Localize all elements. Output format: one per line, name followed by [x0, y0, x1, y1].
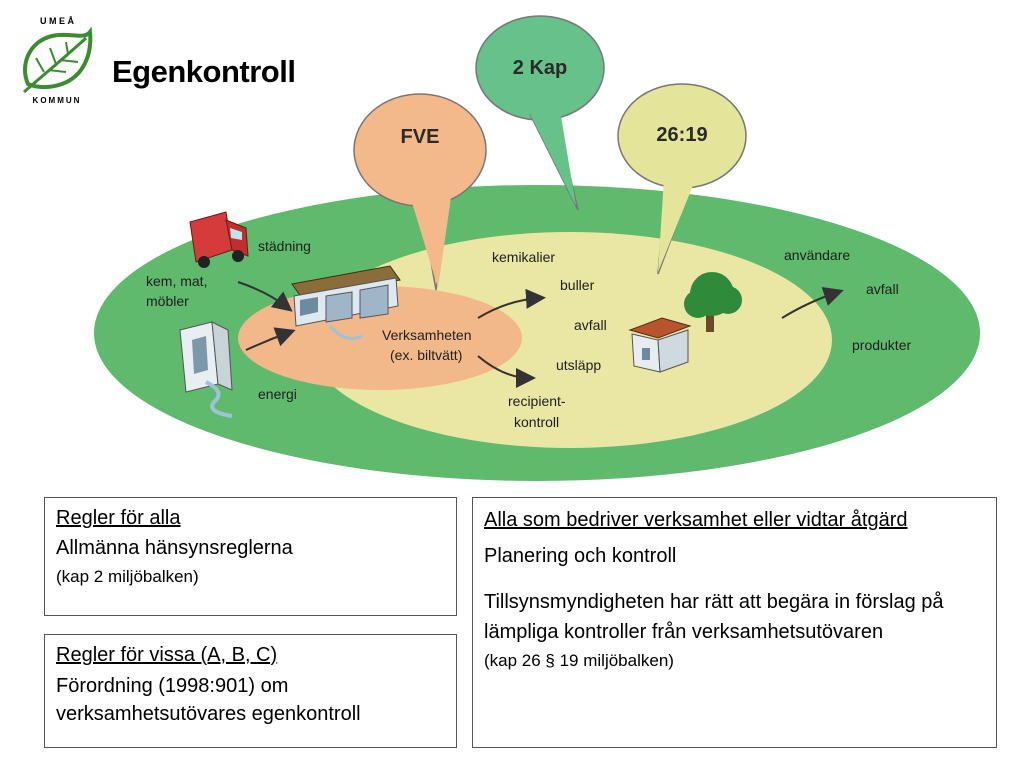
bubble-2kap-label: 2 Kap: [513, 57, 567, 79]
arrow-to-outer: [781, 286, 844, 319]
label-produkter: produkter: [852, 337, 911, 353]
egenkontroll-diagram: FVE 2 Kap 26:19: [94, 15, 980, 481]
arrow-to-buller: [477, 288, 546, 319]
label-recipient: recipient-: [508, 393, 566, 409]
box-text: Allmänna hänsynsreglerna: [56, 537, 293, 559]
label-anvandare: användare: [784, 247, 850, 263]
box-heading: Regler för vissa (A, B, C): [56, 644, 278, 666]
arrow-energi: [245, 327, 296, 351]
leaf-icon: [23, 26, 93, 94]
bubble-2kap: 2 Kap: [475, 15, 605, 211]
box-heading: Alla som bedriver verksamhet eller vidta…: [484, 509, 908, 531]
power-plant-icon: [179, 321, 233, 418]
arrow-to-recipient: [477, 355, 536, 388]
logo-bottom-text: KOMMUN: [33, 96, 82, 105]
bubble-2619: 26:19: [617, 83, 747, 275]
logo-top-text: U M E Å: [40, 16, 75, 26]
label-stadning: städning: [258, 238, 311, 254]
label-avfall-inner: avfall: [574, 317, 607, 333]
label-avfall-outer: avfall: [866, 281, 899, 297]
box-text: Planering och kontroll: [484, 545, 677, 567]
box-alla-som-bedriver: Alla som bedriver verksamhet eller vidta…: [472, 497, 997, 748]
tree-icon: [684, 272, 742, 332]
arrow-kem-mat: [237, 281, 293, 312]
house-icon: [628, 317, 692, 373]
label-biltvatt: (ex. biltvätt): [390, 347, 462, 363]
building-icon: [291, 265, 401, 340]
box-text: Förordning (1998:901) om verksamhetsutöv…: [56, 675, 361, 725]
box-note: (kap 26 § 19 miljöbalken): [484, 651, 674, 670]
bubble-fve: FVE: [353, 93, 487, 291]
bubble-fve-label: FVE: [401, 126, 440, 148]
box-text: Tillsynsmyndigheten har rätt att begära …: [484, 591, 944, 643]
bubble-2619-label: 26:19: [656, 124, 707, 146]
label-mobler: möbler: [146, 293, 189, 309]
box-regler-for-vissa: Regler för vissa (A, B, C) Förordning (1…: [44, 634, 457, 748]
box-heading: Regler för alla: [56, 507, 181, 529]
box-note: (kap 2 miljöbalken): [56, 567, 199, 586]
label-buller: buller: [560, 277, 595, 293]
umea-kommun-logo: U M E Å KOMMUN: [23, 16, 93, 105]
label-energi: energi: [258, 386, 297, 402]
label-kemikalier: kemikalier: [492, 249, 555, 265]
truck-icon: [189, 211, 249, 268]
box-regler-for-alla: Regler för alla Allmänna hänsynsreglerna…: [44, 497, 457, 616]
label-verksamheten: Verksamheten: [382, 327, 472, 343]
label-utslapp: utsläpp: [556, 357, 601, 373]
page-title: Egenkontroll: [112, 54, 296, 89]
label-kem-mat: kem, mat,: [146, 273, 207, 289]
label-kontroll: kontroll: [514, 414, 559, 430]
